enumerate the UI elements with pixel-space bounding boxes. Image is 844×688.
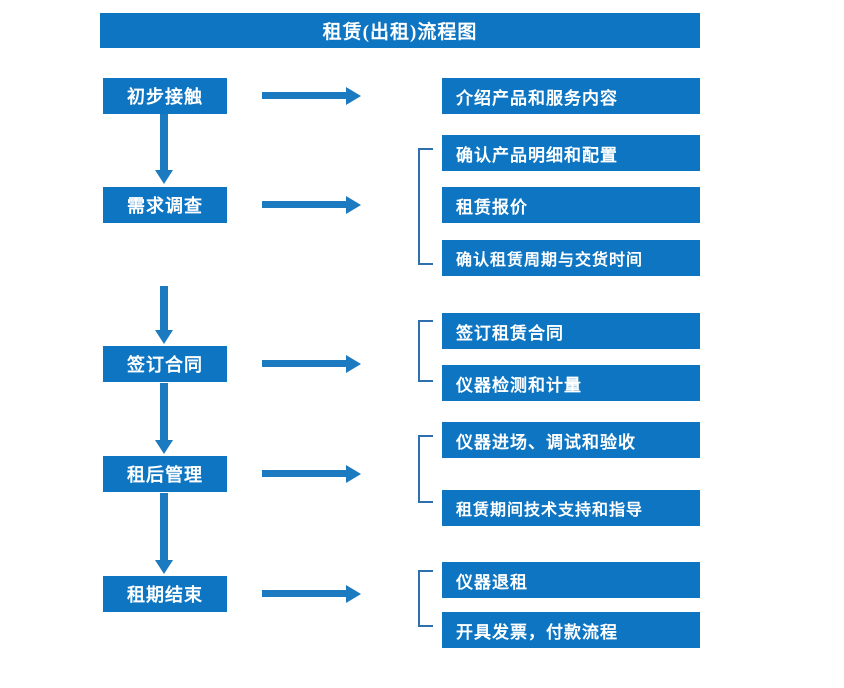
page-title: 租赁(出租)流程图: [100, 13, 700, 48]
group-bracket-3: [418, 435, 433, 503]
horizontal-arrow-icon-1: [262, 86, 362, 106]
horizontal-arrow-icon-2: [262, 195, 362, 215]
vertical-arrow-icon-3: [154, 383, 174, 456]
group-bracket-1: [418, 148, 433, 265]
detail-box-仪器检测和计量[interactable]: 仪器检测和计量: [442, 365, 700, 401]
stage-box-需求调查[interactable]: 需求调查: [103, 187, 227, 223]
vertical-arrow-icon-1: [154, 114, 174, 186]
detail-box-开具发票付款流程[interactable]: 开具发票，付款流程: [442, 612, 700, 648]
detail-box-租赁报价[interactable]: 租赁报价: [442, 187, 700, 223]
stage-box-初步接触[interactable]: 初步接触: [103, 78, 227, 114]
detail-box-签订租赁合同[interactable]: 签订租赁合同: [442, 313, 700, 349]
detail-box-确认租赁周期与交货时间[interactable]: 确认租赁周期与交货时间: [442, 240, 700, 276]
vertical-arrow-icon-4: [154, 493, 174, 576]
detail-box-仪器退租[interactable]: 仪器退租: [442, 562, 700, 598]
detail-box-确认产品明细和配置[interactable]: 确认产品明细和配置: [442, 135, 700, 171]
detail-box-租赁期间技术支持和指导[interactable]: 租赁期间技术支持和指导: [442, 490, 700, 526]
group-bracket-2: [418, 320, 433, 382]
stage-box-租后管理[interactable]: 租后管理: [103, 456, 227, 492]
detail-box-仪器进场调试和验收[interactable]: 仪器进场、调试和验收: [442, 422, 700, 458]
stage-box-租期结束[interactable]: 租期结束: [103, 576, 227, 612]
horizontal-arrow-icon-4: [262, 464, 362, 484]
detail-box-介绍产品和服务内容[interactable]: 介绍产品和服务内容: [442, 78, 700, 114]
horizontal-arrow-icon-5: [262, 584, 362, 604]
vertical-arrow-icon-2: [154, 286, 174, 346]
horizontal-arrow-icon-3: [262, 354, 362, 374]
group-bracket-4: [418, 570, 433, 627]
stage-box-签订合同[interactable]: 签订合同: [103, 346, 227, 382]
